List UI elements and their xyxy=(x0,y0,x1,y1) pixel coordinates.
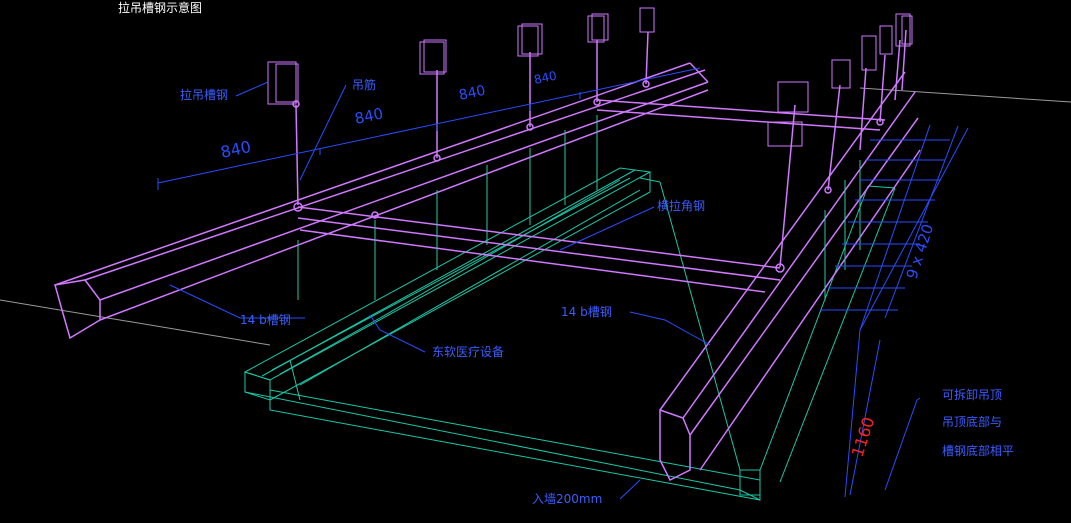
label-hanger-rod: 吊筋 xyxy=(352,77,376,92)
label-channel-left: 14 b槽钢 xyxy=(240,313,291,327)
vertical-supports xyxy=(297,115,861,300)
note-line-2: 吊顶底部与 xyxy=(942,414,1002,429)
medical-equipment xyxy=(243,167,896,501)
bolt-nodes xyxy=(292,80,884,273)
leader-lines xyxy=(169,81,921,500)
dim-height: 1160 xyxy=(848,415,879,460)
note-line-1: 可拆卸吊顶 xyxy=(942,387,1002,402)
label-hanger-channel: 拉吊槽钢 xyxy=(180,87,228,102)
dim-840-b: 840 xyxy=(353,104,385,128)
dim-840-c: 840 xyxy=(458,83,487,104)
dim-840-d: 840 xyxy=(533,68,558,86)
right-channel-steel xyxy=(659,71,921,482)
hanger-rods xyxy=(295,29,907,268)
top-hanger-channel xyxy=(54,62,709,340)
dimension-lines xyxy=(157,67,969,498)
floor-guide-lines xyxy=(0,87,1071,346)
cross-angle-steel xyxy=(297,99,886,293)
dim-spacing: 9 x 420 xyxy=(903,222,938,281)
diagram-title: 拉吊槽钢示意图 xyxy=(118,0,202,15)
label-into-wall: 入墙200mm xyxy=(532,492,602,506)
label-channel-right: 14 b槽钢 xyxy=(561,305,612,319)
hanger-brackets xyxy=(267,7,913,147)
label-cross-angle: 横拉角钢 xyxy=(657,198,705,213)
label-equipment: 东软医疗设备 xyxy=(432,345,504,359)
note-line-3: 槽钢底部相平 xyxy=(942,443,1014,458)
dim-840-a: 840 xyxy=(219,137,253,162)
